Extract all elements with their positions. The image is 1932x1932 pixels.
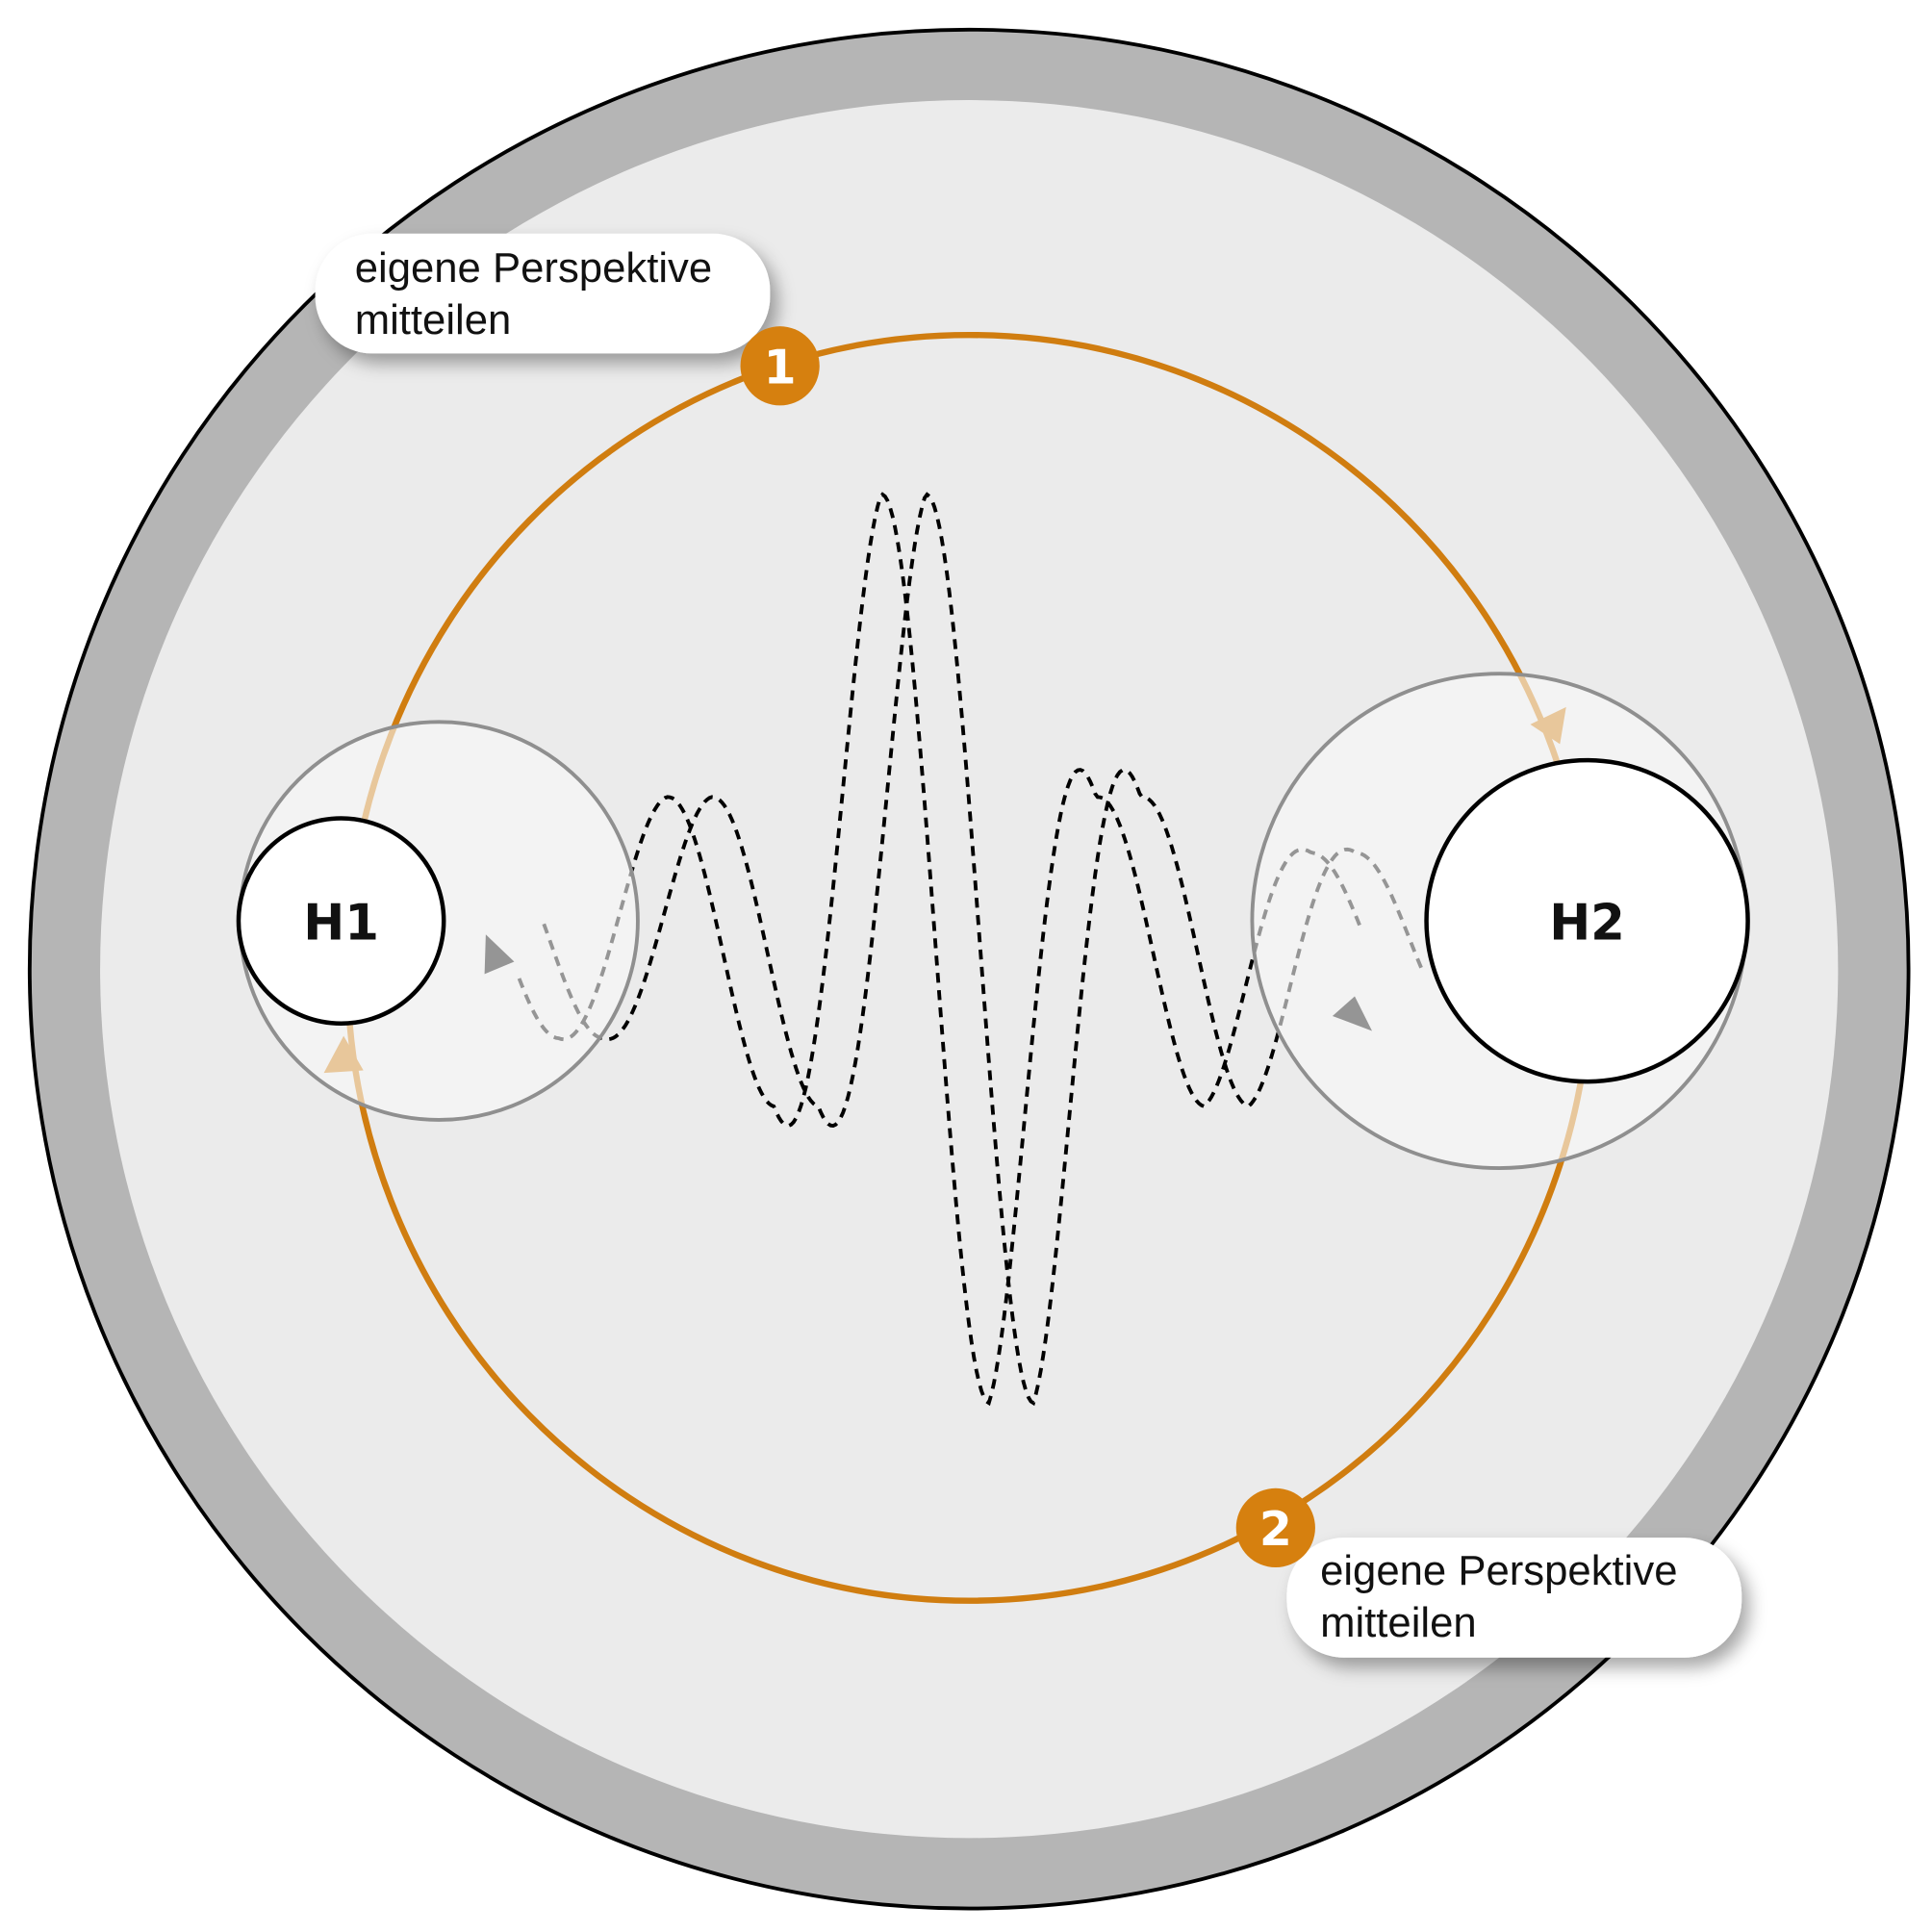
node-h2[interactable]: H2 <box>1424 757 1750 1084</box>
step-1-label-line1: eigene Perspektive <box>355 244 712 292</box>
svg-text:1: 1 <box>764 340 797 394</box>
node-h1[interactable]: H1 <box>236 816 446 1026</box>
h1-label: H1 <box>303 894 379 952</box>
step-2-label-line1: eigene Perspektive <box>1320 1547 1677 1594</box>
dashed-wave <box>517 492 1424 1407</box>
step-2-label-line2: mitteilen <box>1320 1599 1477 1646</box>
step-1-label-line2: mitteilen <box>355 296 512 343</box>
inner-field <box>100 100 1839 1839</box>
svg-text:2: 2 <box>1259 1502 1292 1557</box>
step-1-callout: eigene Perspektive mitteilen <box>315 233 771 354</box>
h2-label: H2 <box>1549 894 1625 952</box>
wave-strand-1 <box>517 492 1361 1407</box>
wave-strand-2 <box>542 492 1424 1407</box>
step-1-badge: 1 <box>740 326 820 406</box>
step-2-callout: eigene Perspektive mitteilen <box>1286 1538 1742 1658</box>
step-2-badge: 2 <box>1235 1487 1315 1568</box>
